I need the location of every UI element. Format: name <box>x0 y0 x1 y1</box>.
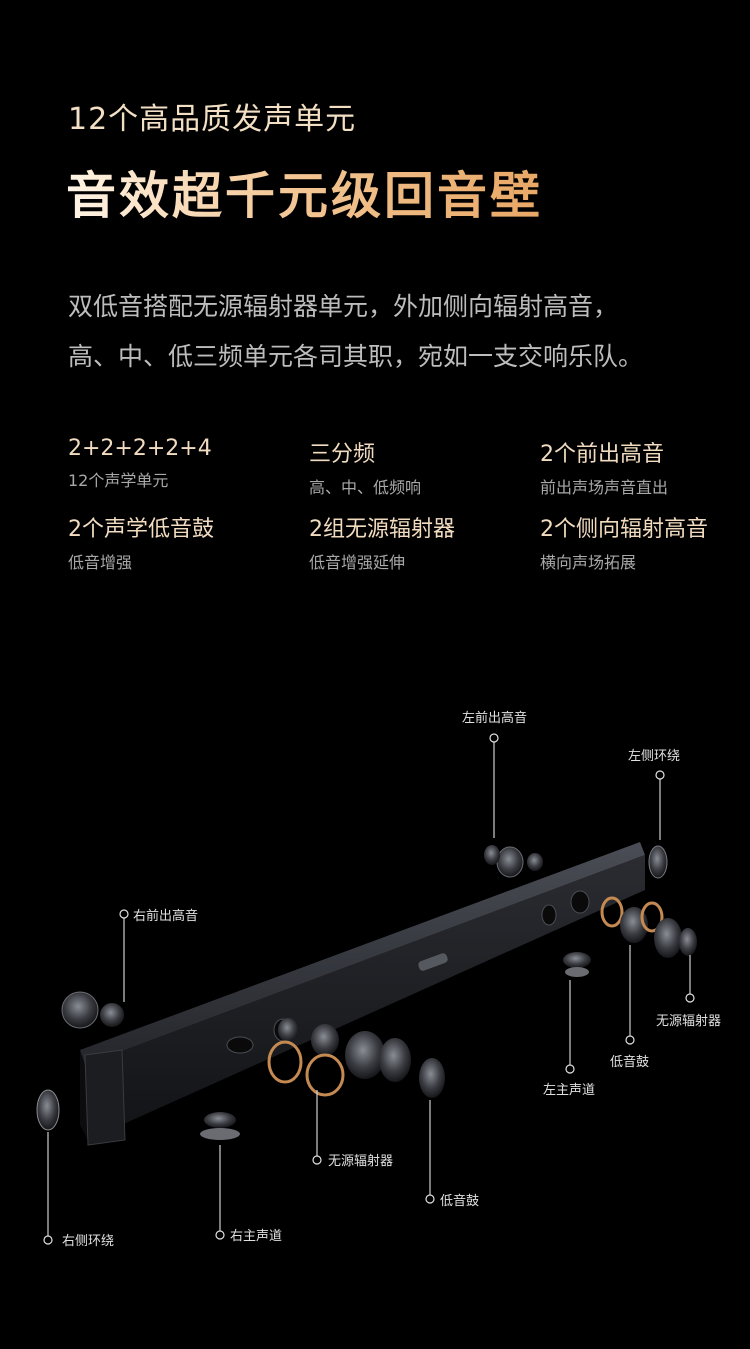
feature-item: 2组无源辐射器 低音增强延伸 <box>309 511 539 573</box>
feature-title: 三分频 <box>309 442 376 467</box>
feature-title: 2个前出高音 <box>540 442 664 467</box>
feature-item: 2个声学低音鼓 低音增强 <box>68 511 298 573</box>
feature-item: 2个侧向辐射高音 横向声场拓展 <box>540 511 750 573</box>
feature-subtitle: 低音增强 <box>68 553 133 572</box>
section-subtitle: 12个高品质发声单元 <box>68 102 357 137</box>
feature-subtitle: 前出声场声音直出 <box>540 478 669 497</box>
label-passive-radiator-right: 无源辐射器 <box>656 1014 722 1029</box>
leader-nodes <box>43 733 695 1245</box>
feature-title: 2个侧向辐射高音 <box>540 517 708 542</box>
description-line-2: 高、中、低三频单元各司其职，宛如一支交响乐队。 <box>68 342 644 371</box>
leader-lines <box>47 742 691 1237</box>
feature-item: 2个前出高音 前出声场声音直出 <box>540 436 750 498</box>
feature-title: 2个声学低音鼓 <box>68 517 214 542</box>
feature-title: 2组无源辐射器 <box>309 517 455 542</box>
feature-subtitle: 横向声场拓展 <box>540 553 637 572</box>
description-line-1: 双低音搭配无源辐射器单元，外加侧向辐射高音， <box>68 292 619 321</box>
soundbar-illustration <box>36 733 697 1245</box>
driver-cluster-left <box>36 991 445 1140</box>
label-left-front-tweeter: 左前出高音 <box>462 711 528 726</box>
label-passive-radiator-left: 无源辐射器 <box>328 1154 394 1169</box>
driver-cluster-right <box>484 845 697 977</box>
label-right-front-tweeter: 右前出高音 <box>133 909 199 924</box>
label-right-side-surround: 右侧环绕 <box>62 1234 115 1249</box>
label-left-side-surround: 左侧环绕 <box>628 749 681 764</box>
label-left-main-channel: 左主声道 <box>543 1083 596 1098</box>
feature-item: 三分频 高、中、低频响 <box>309 436 539 498</box>
label-woofer-right: 低音鼓 <box>610 1055 650 1070</box>
feature-item: 2+2+2+2+4 12个声学单元 <box>68 436 298 491</box>
description: 双低音搭配无源辐射器单元，外加侧向辐射高音， 高、中、低三频单元各司其职，宛如一… <box>68 282 708 382</box>
feature-subtitle: 高、中、低频响 <box>309 478 422 497</box>
feature-title: 2+2+2+2+4 <box>68 436 212 461</box>
feature-subtitle: 12个声学单元 <box>68 471 169 490</box>
label-right-main-channel: 右主声道 <box>230 1229 283 1244</box>
feature-subtitle: 低音增强延伸 <box>309 553 406 572</box>
label-woofer-left: 低音鼓 <box>440 1194 480 1209</box>
soundbar-exploded-diagram: 左前出高音 左侧环绕 右前出高音 无源辐射器 低音鼓 左主声道 无源辐射器 低音… <box>0 690 750 1290</box>
soundbar-body <box>80 842 645 1146</box>
section-headline: 音效超千元级回音壁 <box>66 156 543 228</box>
